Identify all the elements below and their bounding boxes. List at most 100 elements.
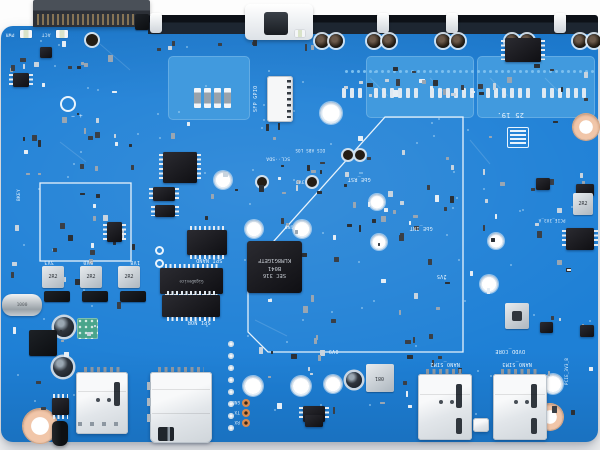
smd-passive [14,224,20,231]
smd-passive [432,80,438,87]
inductor-marking: 2R2 [48,274,58,280]
via-dot [525,70,528,73]
via-dot [82,289,85,292]
silk-spi-nand-label: SPI NAND [195,257,223,263]
silk-sfp-3v3-label: 3V3 [295,178,305,184]
barrel-component [52,421,68,446]
smd-passive [117,302,122,309]
smd-passive [405,339,411,344]
smd-passive [23,137,26,142]
via-dot [73,163,76,166]
smd-passive [12,327,17,334]
smd-passive [548,371,551,377]
power-inductor: 2R2 [42,266,64,288]
silk-spi-nor-label: SPI NOR [187,319,211,325]
via-dot [571,206,574,209]
via-dot [447,70,450,73]
smd-passive [359,80,363,84]
smd-passive [68,235,73,241]
smd-passive [210,193,215,199]
smd-passive [367,201,370,207]
via-dot [331,310,334,313]
soic-ic [562,228,598,250]
via-dot [441,70,444,73]
silk-3v3-label: 3V3 [44,259,54,265]
solder-pad [358,88,362,98]
smd-passive [280,165,285,168]
connector-clip [554,13,566,33]
via-dot [86,86,89,89]
smd-passive [435,195,440,202]
smd-passive [95,166,99,171]
via-dot [73,394,76,397]
smd-passive [429,333,433,339]
spi-nor-ic [162,291,220,321]
inductor-marking: 081 [375,375,385,381]
smd-passive [89,250,95,255]
smd-passive [412,337,415,343]
smd-passive [266,124,270,131]
smd-passive [552,406,558,413]
via-dot [373,71,376,74]
smd-passive [482,225,485,231]
emmc-marking-part: KLM8G1GETF [257,257,292,264]
smd-passive [63,351,69,358]
via-dot [507,70,510,73]
smd-passive [11,272,14,278]
smd-passive [560,87,563,92]
connector-pin [451,34,465,48]
array-resistor [204,88,211,108]
via-dot [302,81,305,84]
silk-2v5-label: 2V5 [436,273,447,279]
chip-inductor [82,291,108,302]
uart-test-via [242,409,250,417]
smd-passive [449,196,455,203]
smd-passive [366,157,372,161]
smd-passive [403,381,408,386]
smd-passive [491,238,496,242]
smd-passive [392,67,398,72]
smd-passive [130,164,135,171]
via-dot [243,259,246,262]
connector-pin [367,34,381,48]
via-dot [522,209,525,212]
smd-passive [314,337,317,345]
smd-passive [317,354,321,361]
smd-passive [358,136,364,142]
soic14-ic [501,38,545,62]
via-dot [80,151,82,154]
smd-passive [88,135,94,140]
smd-passive [171,133,175,139]
smd-passive [303,306,308,313]
smd-passive [34,62,39,67]
via-stitched-patch [77,318,98,339]
smd-passive [83,62,89,68]
silk-sfp-gpio-label: SFP GPIO [253,85,259,113]
solder-pad [398,88,402,98]
through-hole-pad [355,150,365,160]
capacitor-marking: 1000 [16,302,28,308]
smd-passive [80,193,85,196]
via-dot [369,70,372,73]
via-dot [477,70,480,73]
smd-passive [186,122,191,126]
smd-passive [494,213,498,219]
smd-passive [304,44,307,51]
smd-passive [129,144,132,148]
smd-passive [507,77,512,84]
plated-hole [480,275,498,293]
header-via [228,389,234,395]
via-dot [273,409,276,412]
connector-pin [573,34,587,48]
smd-passive [41,82,45,88]
smd-passive [317,190,323,195]
smd-passive [311,170,316,174]
smd-passive [32,134,38,142]
via-dot [399,70,402,73]
soic16-ic [159,152,201,183]
smd-passive [499,181,505,186]
silk-gbe-int-label: GbE_INT [409,225,433,231]
smd-passive [331,319,337,323]
via-dot [381,70,384,73]
smd-passive [320,161,325,165]
